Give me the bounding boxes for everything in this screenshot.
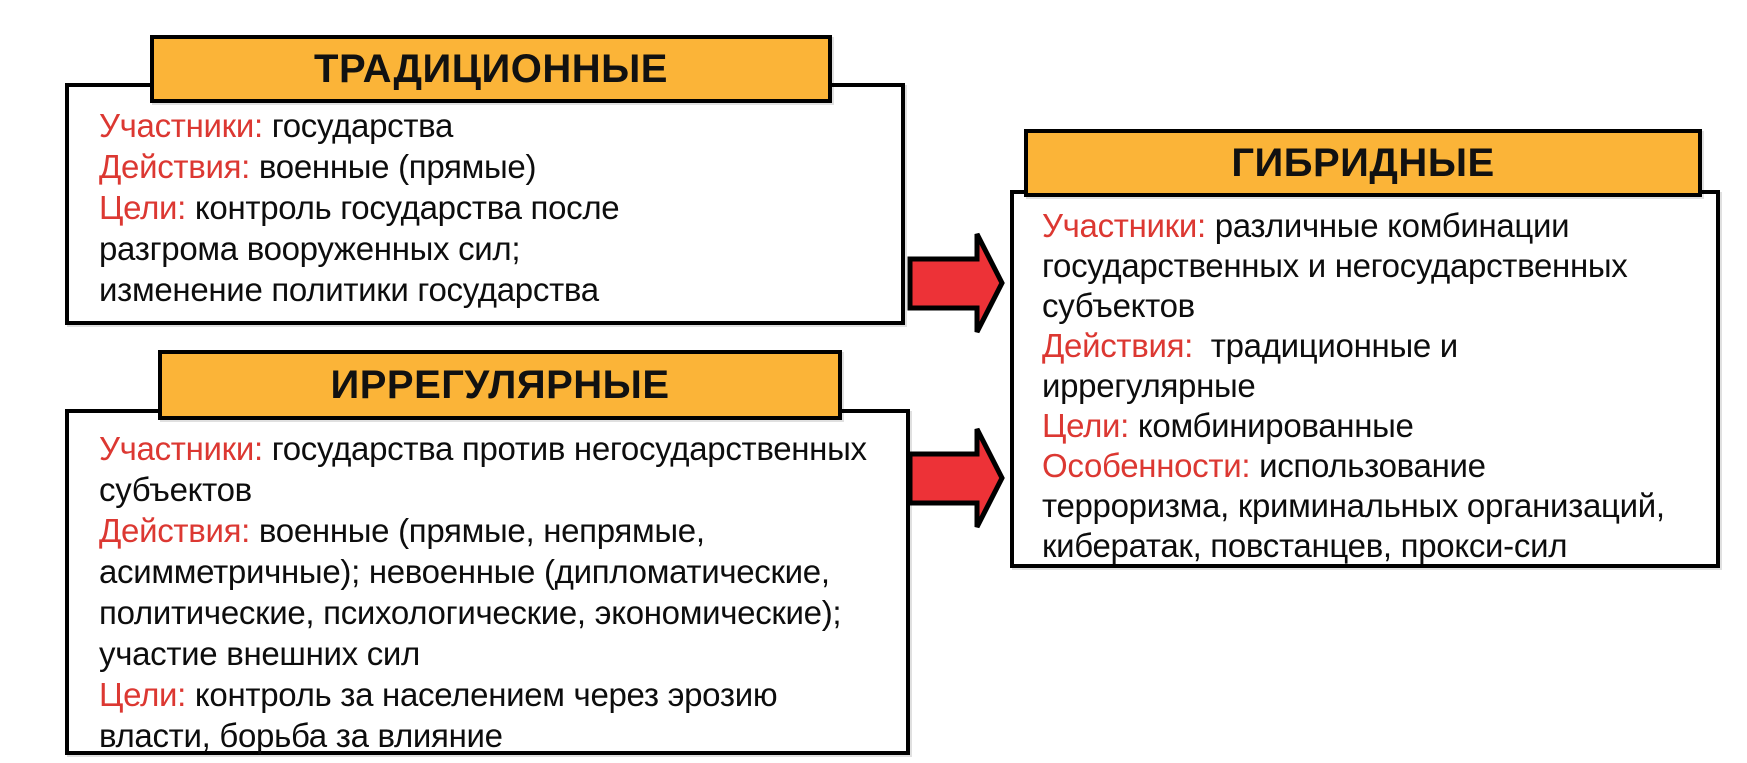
text-line: Действия: военные (прямые, непрямые, [99, 510, 900, 551]
field-label: Цели: [1042, 407, 1130, 444]
text-line: государственных и негосударственных [1042, 246, 1710, 286]
field-value: государства [262, 107, 454, 144]
text-line: субъектов [99, 469, 900, 510]
field-value: контроль за населением через эрозию [186, 676, 778, 713]
field-label: Действия: [99, 148, 251, 185]
field-value: государства против негосударственных [262, 430, 867, 467]
right-arrow-icon [907, 232, 1005, 334]
field-value: власти, борьба за влияние [99, 717, 503, 754]
text-line: Участники: государства [99, 105, 893, 146]
text-line: Цели: контроль государства после [99, 187, 893, 228]
text-line: разгрома вооруженных сил; [99, 228, 893, 269]
field-label: Действия: [1042, 327, 1194, 364]
field-value: военные (прямые, непрямые, [250, 512, 705, 549]
field-value: контроль государства после [186, 189, 620, 226]
text-line: субъектов [1042, 286, 1710, 326]
text-line: Особенности: использование [1042, 446, 1710, 486]
field-label: Участники: [99, 107, 263, 144]
field-label: Особенности: [1042, 447, 1251, 484]
text-line: Участники: государства против негосударс… [99, 428, 900, 469]
field-label: Цели: [99, 676, 187, 713]
text-line: иррегулярные [1042, 366, 1710, 406]
field-value: кибератак, повстанцев, прокси-сил [1042, 527, 1568, 564]
field-label: Участники: [1042, 207, 1206, 244]
field-value: комбинированные [1129, 407, 1414, 444]
text-line: власти, борьба за влияние [99, 715, 900, 756]
field-value: субъектов [1042, 287, 1195, 324]
box-irregular-header: ИРРЕГУЛЯРНЫЕ [158, 350, 842, 420]
field-value: терроризма, криминальных организаций, [1042, 487, 1665, 524]
text-line: терроризма, криминальных организаций, [1042, 486, 1710, 526]
field-label: Действия: [99, 512, 251, 549]
box-irregular-body: Участники: государства против негосударс… [65, 409, 910, 755]
text-line: участие внешних сил [99, 633, 900, 674]
box-traditional-header: ТРАДИЦИОННЫЕ [150, 35, 832, 103]
field-value: политические, психологические, экономиче… [99, 594, 842, 631]
text-line: кибератак, повстанцев, прокси-сил [1042, 526, 1710, 566]
text-line: Действия: традиционные и [1042, 326, 1710, 366]
field-value: военные (прямые) [250, 148, 537, 185]
text-line: асимметричные); невоенные (дипломатическ… [99, 551, 900, 592]
field-value: асимметричные); невоенные (дипломатическ… [99, 553, 830, 590]
field-value: государственных и негосударственных [1042, 247, 1628, 284]
flow-arrow-traditional-to-hybrid [906, 231, 1006, 335]
field-value: разгрома вооруженных сил; [99, 230, 521, 267]
field-value: субъектов [99, 471, 252, 508]
text-line: Цели: контроль за населением через эрози… [99, 674, 900, 715]
text-line: Цели: комбинированные [1042, 406, 1710, 446]
field-value: использование [1250, 447, 1486, 484]
field-value: изменение политики государства [99, 271, 599, 308]
box-hybrid-header: ГИБРИДНЫЕ [1024, 129, 1702, 197]
right-arrow-icon [907, 427, 1005, 529]
field-label: Участники: [99, 430, 263, 467]
flow-arrow-irregular-to-hybrid [906, 426, 1006, 530]
field-value: иррегулярные [1042, 367, 1256, 404]
field-value: участие внешних сил [99, 635, 421, 672]
text-line: изменение политики государства [99, 269, 893, 310]
text-line: Действия: военные (прямые) [99, 146, 893, 187]
field-label: Цели: [99, 189, 187, 226]
field-value: традиционные и [1193, 327, 1458, 364]
text-line: политические, психологические, экономиче… [99, 592, 900, 633]
box-irregular-content: Участники: государства против негосударс… [69, 413, 906, 756]
text-line: Участники: различные комбинации [1042, 206, 1710, 246]
field-value: различные комбинации [1205, 207, 1570, 244]
